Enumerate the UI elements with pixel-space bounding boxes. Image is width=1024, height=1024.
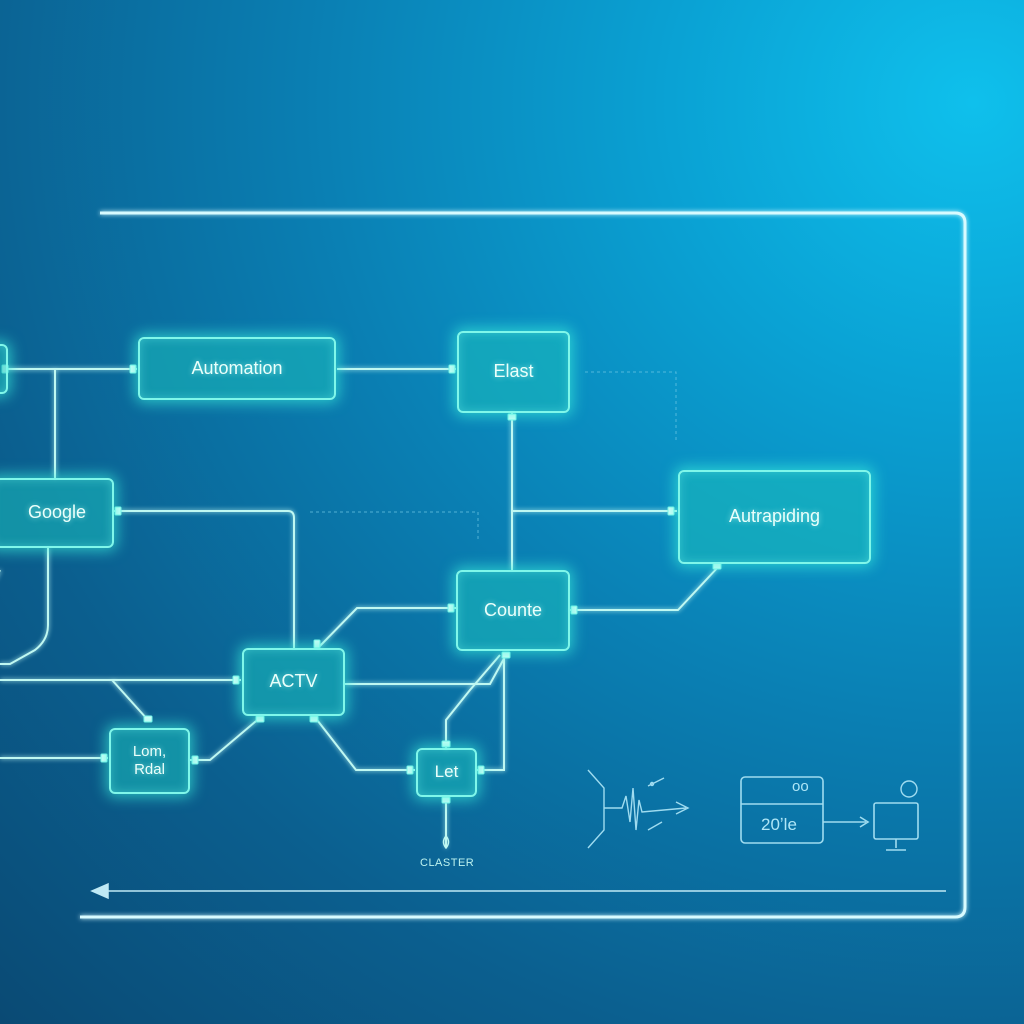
outer-frame — [80, 211, 967, 919]
connector-actv-counte — [345, 654, 507, 685]
connector-counte-let-a — [477, 655, 505, 771]
node-actv[interactable]: ACTV — [242, 648, 345, 716]
node-google[interactable]: Google — [0, 478, 114, 548]
node-elast-label: Elast — [493, 361, 534, 382]
device-panel-icon — [740, 776, 870, 844]
info-circle-icon — [900, 780, 918, 798]
node-lomi-rdal-label: Lom, Rdal — [132, 743, 167, 778]
node-let-label: Let — [434, 762, 459, 782]
cluster-label: CLASTER — [420, 857, 475, 869]
plugs — [1, 364, 722, 804]
node-autrapiding-label: Autrapiding — [728, 506, 821, 527]
waveform-icon — [587, 769, 690, 849]
dashed-guides — [310, 371, 677, 540]
node-google-label: Google — [27, 502, 87, 523]
node-elast[interactable]: Elast — [457, 331, 570, 413]
node-lomi-rdal[interactable]: Lom, Rdal — [109, 728, 190, 794]
connector-left-curve-a — [0, 548, 49, 665]
connectors — [0, 368, 721, 848]
node-counte-label: Counte — [483, 599, 543, 620]
connector-actv-let — [313, 715, 415, 771]
cluster-pin — [442, 835, 450, 850]
connector-google-actv — [114, 510, 295, 648]
node-automation-label: Automation — [191, 357, 283, 378]
connector-counte-autrapiding — [570, 564, 721, 611]
device-panel-label: 20ʼle — [761, 815, 797, 834]
return-arrow — [90, 882, 946, 900]
connector-counte-actv — [317, 607, 456, 649]
node-actv-label: ACTV — [269, 671, 318, 692]
device-panel-indicator: oo — [792, 778, 809, 795]
monitor-icon — [873, 802, 919, 851]
node-autrapiding[interactable]: Autrapiding — [678, 470, 871, 564]
node-counte[interactable]: Counte — [456, 570, 570, 651]
connector-counte-let-b — [445, 654, 501, 750]
node-left-edge[interactable] — [0, 344, 8, 394]
connector-lomi-actv — [190, 715, 263, 761]
connector-actv-lomi-diag — [111, 679, 149, 721]
node-automation[interactable]: Automation — [138, 337, 336, 400]
node-let[interactable]: Let — [416, 748, 477, 797]
